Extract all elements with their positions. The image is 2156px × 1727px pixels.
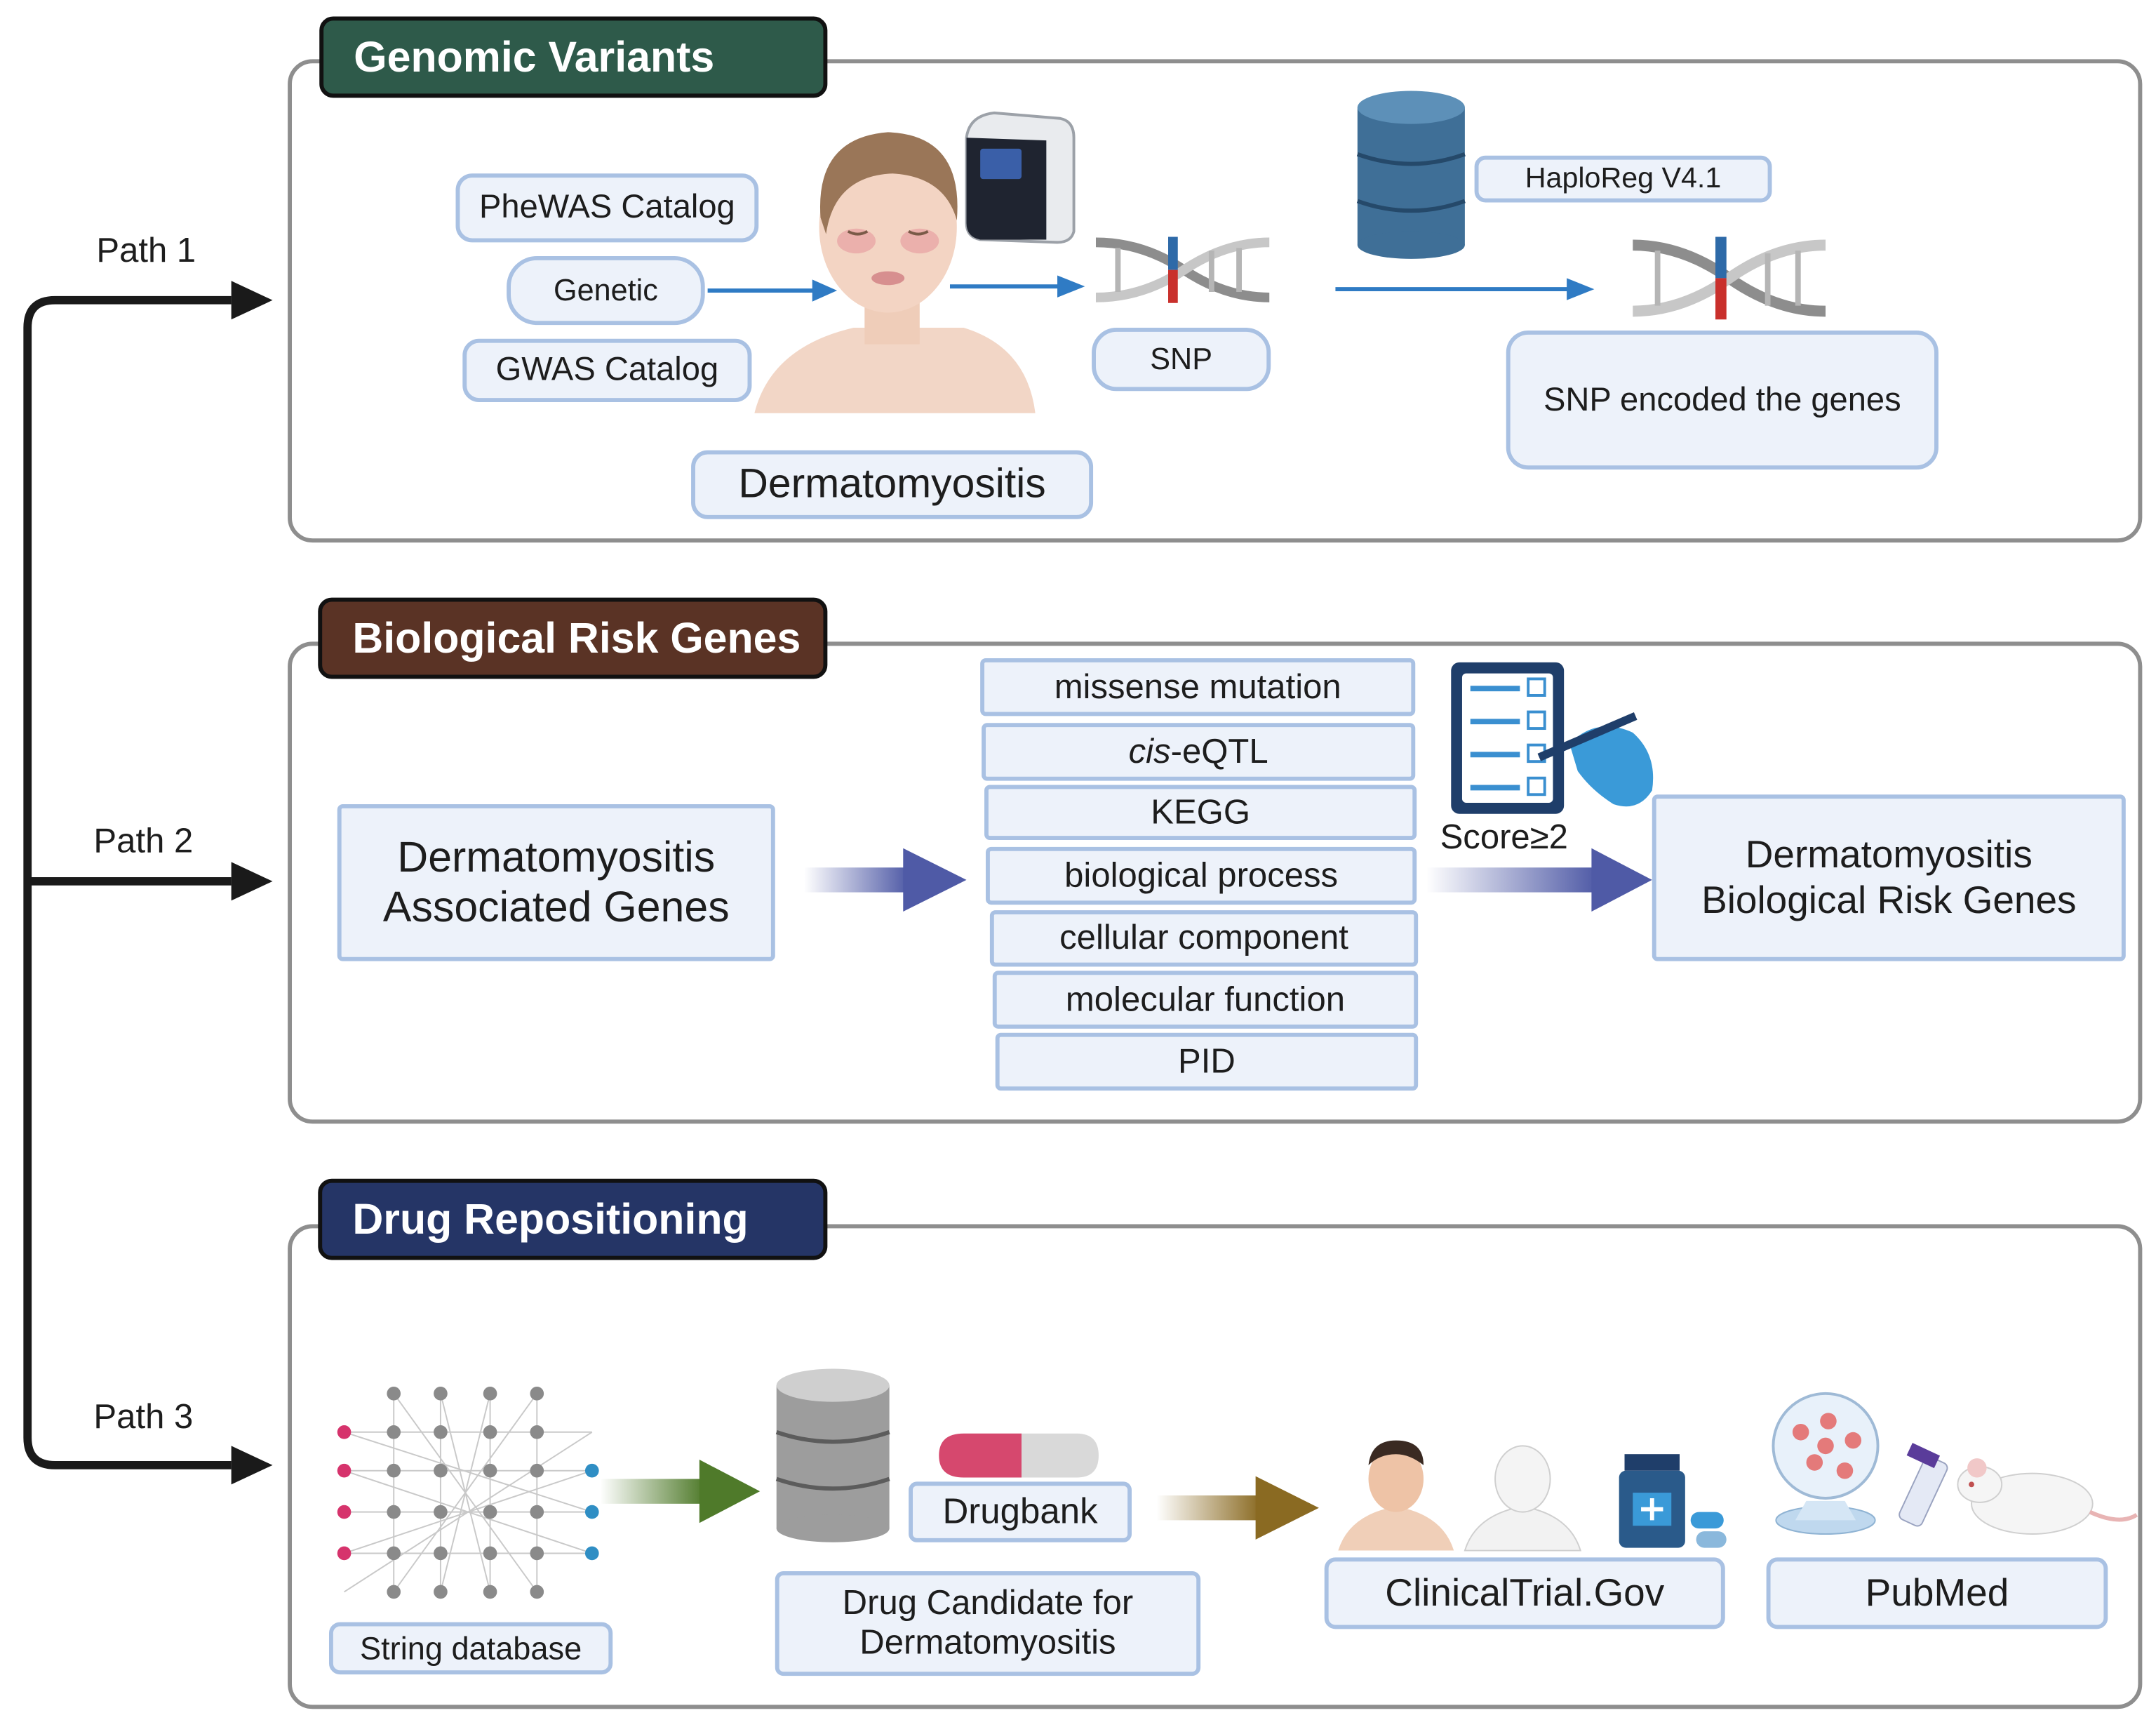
arrow-patient-to-snp-head (1057, 275, 1085, 298)
dermatomyositis-box: Dermatomyositis (691, 450, 1094, 519)
score-label: Score≥2 (1440, 818, 1568, 857)
arrow-snp-to-genes-head (1567, 278, 1595, 300)
criterion-biological-process: biological process (986, 846, 1417, 905)
patient-icon (754, 132, 1036, 413)
clinicaltrial-box: ClinicalTrial.Gov (1324, 1557, 1725, 1629)
phewas-catalog-box: PheWAS Catalog (455, 173, 759, 243)
snp-box: SNP (1092, 328, 1271, 392)
criterion-cis-eqtl: cis-eQTL (982, 723, 1416, 781)
criterion-cellular-component: cellular component (989, 910, 1419, 967)
path-3-arrowhead (231, 1446, 273, 1485)
snp-encoded-genes-box: SNP encoded the genes (1506, 330, 1939, 470)
pubmed-box: PubMed (1766, 1557, 2108, 1629)
dna-helix-icon (1095, 236, 1270, 303)
placebo-person-icon (1464, 1445, 1582, 1552)
arrow-criteria-to-risk-genes (1426, 848, 1652, 912)
associated-genes-box: Dermatomyositis Associated Genes (337, 804, 775, 961)
capsule-icon (939, 1433, 1099, 1478)
criterion-pid: PID (995, 1032, 1419, 1091)
biological-risk-genes-title: Biological Risk Genes (318, 597, 828, 679)
bracket-line (23, 295, 232, 1469)
criterion-missense-mutation: missense mutation (980, 658, 1416, 716)
sequencer-icon (965, 111, 1076, 244)
criterion-molecular-function: molecular function (992, 971, 1419, 1029)
dna-helix-encoded-icon (1633, 236, 1826, 320)
arrow-sources-to-patient-head (812, 279, 838, 302)
path-1-arrowhead (231, 281, 273, 320)
drugbank-box: Drugbank (909, 1481, 1132, 1542)
cis-prefix: cis (1128, 732, 1171, 771)
checklist-icon (1451, 662, 1654, 814)
network-graph-icon (337, 1387, 599, 1599)
genetic-box: Genetic (507, 255, 705, 326)
database-icon (1356, 91, 1466, 259)
risk-genes-line1: Dermatomyositis (1745, 833, 2033, 876)
drug-repositioning-title: Drug Repositioning (318, 1178, 828, 1260)
arrow-candidate-to-trials (1156, 1476, 1319, 1540)
cell-culture-icon (1772, 1392, 1880, 1535)
arrow-genes-to-criteria (803, 848, 967, 912)
haploreg-box: HaploReg V4.1 (1474, 155, 1772, 203)
genomic-variants-title: Genomic Variants (319, 16, 828, 98)
patient-person-icon (1338, 1440, 1454, 1551)
arrow-string-to-database (600, 1460, 761, 1523)
associated-genes-line2: Associated Genes (382, 882, 730, 931)
gwas-catalog-box: GWAS Catalog (462, 338, 752, 402)
risk-genes-line2: Biological Risk Genes (1701, 877, 2077, 921)
medicine-bottle-icon (1619, 1454, 1727, 1548)
biological-risk-genes-box: Dermatomyositis Biological Risk Genes (1652, 794, 2126, 961)
genomic-arrows (707, 275, 1595, 302)
path-2-label: Path 2 (93, 822, 194, 861)
drug-candidate-box: Drug Candidate for Dermatomyositis (775, 1571, 1201, 1676)
path-3-label: Path 3 (93, 1397, 194, 1436)
criterion-kegg: KEGG (984, 785, 1417, 841)
associated-genes-line1: Dermatomyositis (397, 833, 716, 882)
path-1-label: Path 1 (96, 231, 196, 270)
path-2-arrowhead (231, 862, 273, 901)
test-tube-icon (1899, 1443, 1948, 1527)
drug-candidate-line1: Drug Candidate for (842, 1584, 1134, 1623)
drug-candidate-line2: Dermatomyositis (859, 1623, 1116, 1662)
mouse-icon (1957, 1458, 2138, 1535)
eqtl-text: -eQTL (1170, 732, 1268, 771)
string-database-box: String database (328, 1622, 613, 1675)
drug-database-icon (775, 1368, 890, 1542)
